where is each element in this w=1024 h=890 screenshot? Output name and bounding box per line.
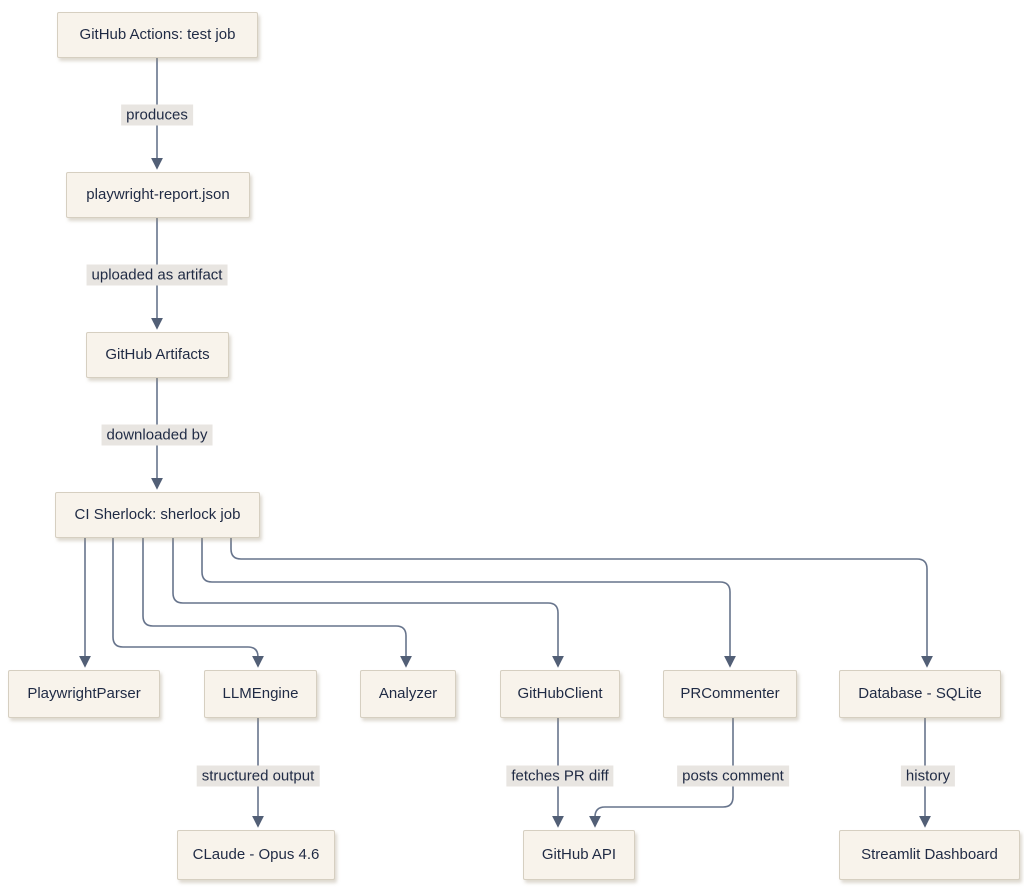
edge-pr-commenter-to-github-api xyxy=(589,718,734,828)
edge-ci-sherlock-to-llm-engine xyxy=(112,537,264,668)
node-llm-engine: LLMEngine xyxy=(204,670,317,718)
node-github-artifacts: GitHub Artifacts xyxy=(86,332,229,378)
edge-ci-sherlock-to-database-sqlite xyxy=(230,537,933,668)
node-github-api: GitHub API xyxy=(523,830,635,880)
node-github-client: GitHubClient xyxy=(500,670,620,718)
node-playwright-parser: PlaywrightParser xyxy=(8,670,160,718)
edge-label-produces: produces xyxy=(121,104,193,126)
node-pr-commenter: PRCommenter xyxy=(663,670,797,718)
node-database-sqlite: Database - SQLite xyxy=(839,670,1001,718)
node-playwright-report-json: playwright-report.json xyxy=(66,172,250,218)
node-analyzer: Analyzer xyxy=(360,670,456,718)
node-claude-opus: CLaude - Opus 4.6 xyxy=(177,830,335,880)
edge-ci-sherlock-to-analyzer xyxy=(142,537,412,668)
edge-ci-sherlock-to-pr-commenter xyxy=(201,537,736,668)
node-github-actions-test-job: GitHub Actions: test job xyxy=(57,12,258,58)
edge-label-fetches-pr-diff: fetches PR diff xyxy=(506,765,614,787)
edge-ci-sherlock-to-github-client xyxy=(172,537,564,668)
node-streamlit-dashboard: Streamlit Dashboard xyxy=(839,830,1020,880)
edge-label-posts-comment: posts comment xyxy=(677,765,789,787)
edge-label-downloaded-by: downloaded by xyxy=(101,424,213,446)
edge-label-structured-output: structured output xyxy=(196,765,320,787)
edge-label-uploaded-as-artifact: uploaded as artifact xyxy=(86,264,228,286)
edge-label-history: history xyxy=(900,765,956,787)
node-ci-sherlock-job: CI Sherlock: sherlock job xyxy=(55,492,260,538)
